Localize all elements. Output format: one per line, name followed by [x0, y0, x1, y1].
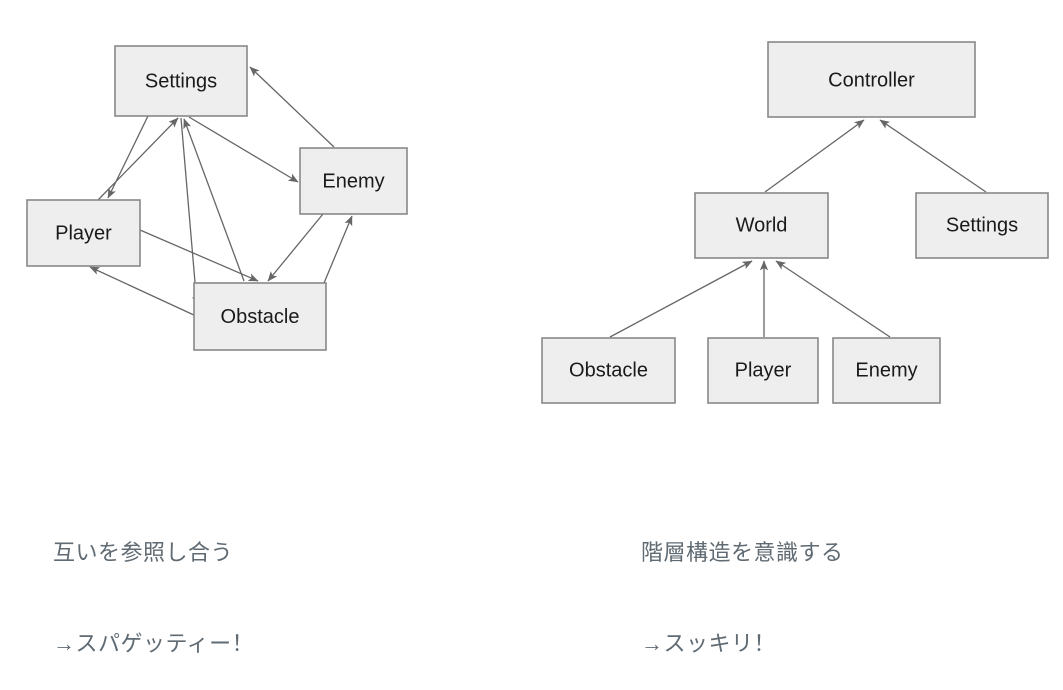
edge-obstacle-to-settings — [183, 118, 245, 282]
node-settings-rect[interactable] — [114, 45, 248, 117]
node-obstacle-rect[interactable] — [193, 282, 327, 351]
node-world-rect[interactable] — [694, 192, 829, 259]
diagram-hierarchy-graph: Controller World Settings Obstacle Playe… — [541, 41, 1049, 404]
node-obstacle-right-rect[interactable] — [541, 337, 676, 404]
node-player-right-rect[interactable] — [707, 337, 819, 404]
caption-left-line2: →スパゲッティー！ — [53, 630, 255, 656]
node-enemy[interactable]: Enemy — [299, 147, 408, 215]
node-player-right[interactable]: Player — [707, 337, 819, 404]
node-enemy-right-rect[interactable] — [832, 337, 941, 404]
node-controller[interactable]: Controller — [767, 41, 976, 118]
edge-enemy-to-settings — [249, 66, 335, 148]
edge-player-to-obstacle — [139, 229, 259, 282]
edge-settings-to-enemy — [188, 116, 299, 183]
node-player-label: Player — [55, 222, 112, 244]
node-obstacle-label: Obstacle — [221, 306, 300, 328]
edge-enemy-to-obstacle — [267, 213, 324, 282]
node-enemy-label: Enemy — [322, 170, 384, 192]
caption-left-line1: 互いを参照し合う — [53, 539, 234, 565]
edge-obstacle2-to-world — [609, 260, 753, 338]
edge-settings-to-obstacle — [180, 117, 201, 307]
node-enemy-rect[interactable] — [299, 147, 408, 215]
node-enemy-right[interactable]: Enemy — [832, 337, 941, 404]
node-player-right-label: Player — [735, 359, 792, 381]
diagram-canvas: Settings Player Enemy Obstacle Controlle… — [26, 41, 1049, 404]
node-obstacle-right[interactable]: Obstacle — [541, 337, 676, 404]
node-world[interactable]: World — [694, 192, 829, 259]
edge-obstacle-to-enemy — [323, 215, 353, 284]
edge-settings-to-player — [107, 115, 149, 199]
node-obstacle-right-label: Obstacle — [569, 359, 648, 381]
node-settings-right-rect[interactable] — [915, 192, 1049, 259]
edge-player-to-settings — [97, 117, 179, 201]
diagram-tangled-graph: Settings Player Enemy Obstacle — [26, 45, 408, 351]
node-player[interactable]: Player — [26, 199, 141, 267]
node-settings-right-label: Settings — [946, 214, 1018, 236]
edge-world-to-controller — [764, 119, 865, 193]
node-controller-rect[interactable] — [767, 41, 976, 118]
node-settings-right[interactable]: Settings — [915, 192, 1049, 259]
node-player-rect[interactable] — [26, 199, 141, 267]
edge-enemy2-to-world — [775, 260, 891, 338]
node-world-label: World — [736, 214, 788, 236]
edge-layer-tangled — [89, 66, 353, 317]
node-controller-label: Controller — [828, 69, 915, 91]
caption-left: 互いを参照し合う →スパゲッティー！ — [53, 477, 254, 690]
caption-right: 階層構造を意識する →スッキリ！ — [641, 477, 844, 690]
node-settings-label: Settings — [145, 70, 217, 92]
edge-settings2-to-controller — [879, 119, 987, 193]
node-enemy-right-label: Enemy — [855, 359, 917, 381]
caption-right-line2: →スッキリ！ — [641, 630, 777, 656]
caption-right-line1: 階層構造を意識する — [641, 539, 844, 565]
node-obstacle[interactable]: Obstacle — [193, 282, 327, 351]
edge-layer-hierarchy — [609, 119, 987, 338]
node-settings[interactable]: Settings — [114, 45, 248, 117]
edge-obstacle-to-player — [89, 266, 197, 317]
